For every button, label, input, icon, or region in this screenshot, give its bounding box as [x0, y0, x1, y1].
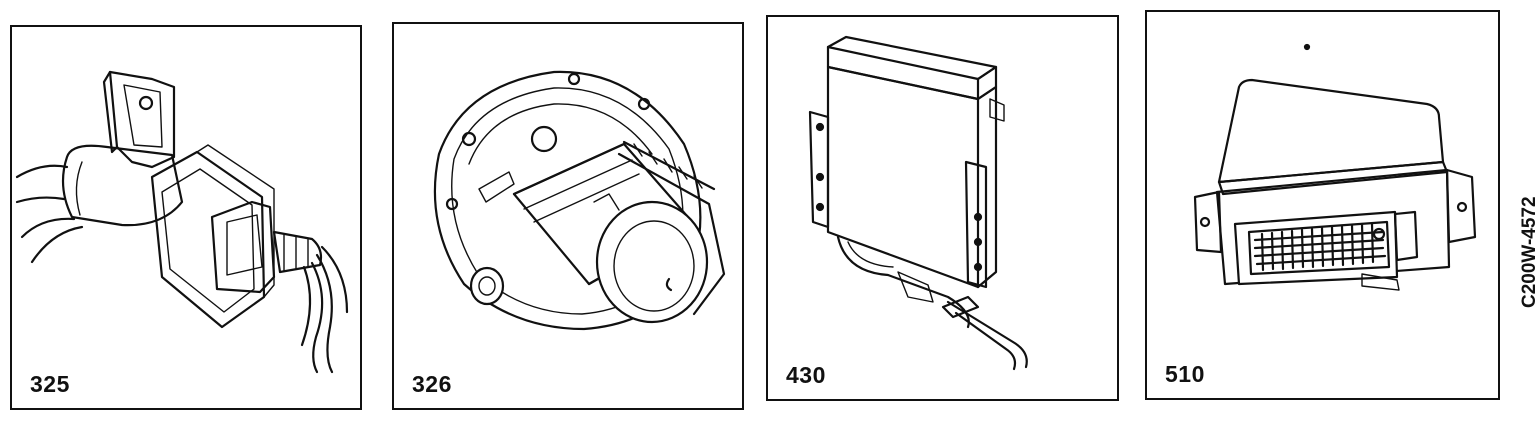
figure-panel-430: 430 [766, 15, 1119, 401]
air-pump-motor-illustration-icon [433, 70, 726, 331]
panel-label: 325 [30, 371, 70, 397]
control-module-illustration-icon [808, 35, 1028, 371]
sensor-connector-illustration-icon [15, 70, 349, 374]
panel-label: 430 [786, 362, 826, 388]
figure-code: C200W-4572 [1519, 196, 1536, 308]
panel-label: 510 [1165, 361, 1205, 387]
panel-label: 326 [412, 371, 452, 397]
figure-panel-326: 326 [392, 22, 744, 410]
figure-panel-325: 325 [10, 25, 362, 410]
ecu-connector-module-illustration-icon [1193, 43, 1477, 291]
figure-panel-510: 510 [1145, 10, 1500, 400]
